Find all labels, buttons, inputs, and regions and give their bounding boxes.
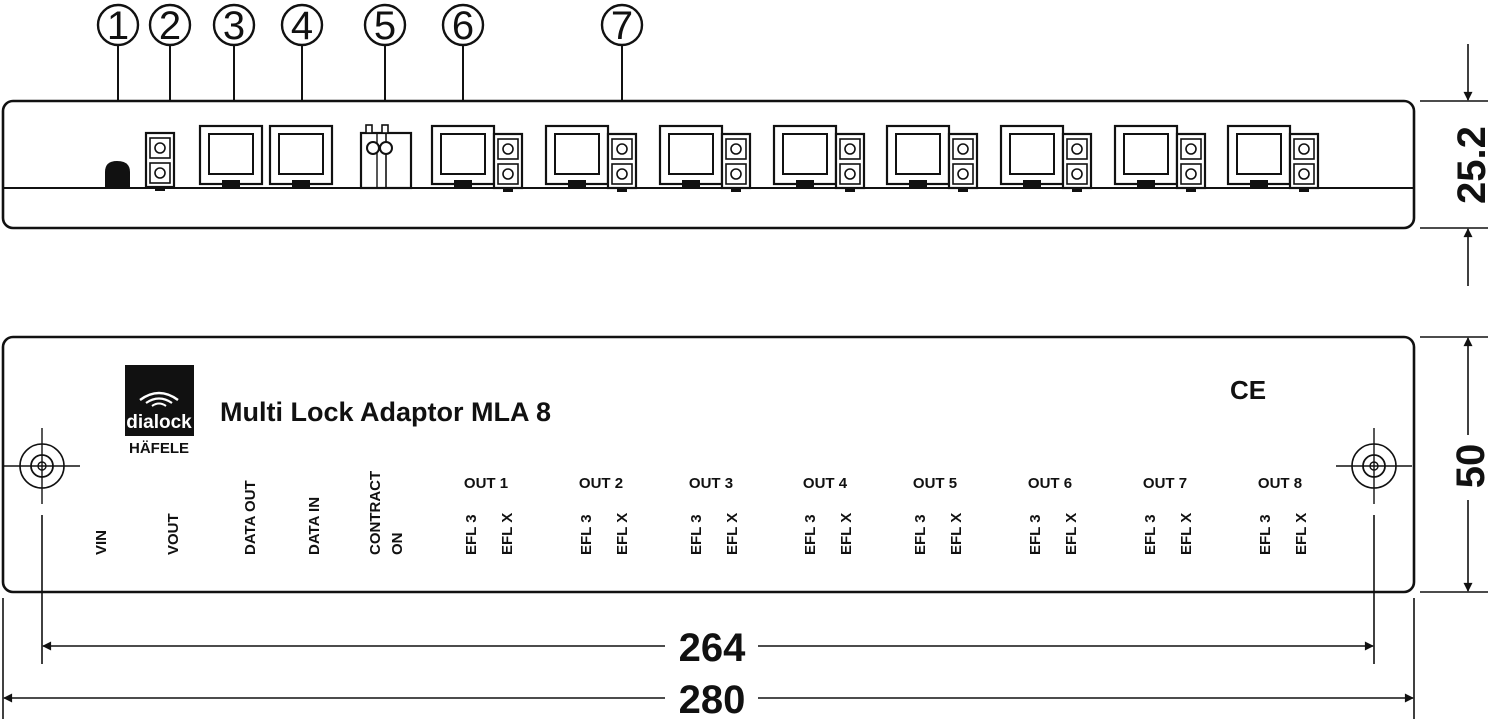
callout-2-label: 2 (159, 4, 181, 48)
out-8-efl3-label: EFL 3 (1257, 514, 1274, 555)
dimension-25-2-label: 25.2 (1450, 126, 1488, 204)
data-out-port (198, 124, 264, 189)
label-data-out: DATA OUT (242, 480, 259, 555)
callout-7: 7 (600, 3, 644, 146)
out-8-label: OUT 8 (1258, 475, 1302, 492)
out-1-label: OUT 1 (464, 475, 508, 492)
out-7-label: OUT 7 (1143, 475, 1187, 492)
logo-wordmark: dialock (126, 412, 192, 433)
out-8-eflx-label: EFL X (1293, 513, 1310, 555)
callout-6: 6 (441, 3, 485, 150)
label-contract-on: ON (389, 533, 406, 556)
callout-7-label: 7 (611, 4, 633, 48)
out-3-labels: OUT 3 EFL 3 EFL X (688, 475, 741, 555)
out-4-labels: OUT 4 EFL 3 EFL X (802, 475, 855, 555)
out-4-efl3-label: EFL 3 (802, 514, 819, 555)
power-jack-icon (105, 161, 130, 188)
out-3-label: OUT 3 (689, 475, 733, 492)
dimension-height-top: 50 (1420, 336, 1488, 593)
out-7-efl3-label: EFL 3 (1142, 514, 1159, 555)
out-1-eflx-label: EFL X (499, 513, 516, 555)
out-5-port (885, 124, 979, 194)
out-1-labels: OUT 1 EFL 3 EFL X (463, 475, 516, 555)
top-housing (1, 335, 1416, 594)
out-1-port (430, 124, 524, 194)
dialock-logo: dialock (125, 365, 194, 436)
out-5-eflx-label: EFL X (948, 513, 965, 555)
callout-3-label: 3 (223, 4, 245, 48)
out-2-label: OUT 2 (579, 475, 623, 492)
out-4-port (772, 124, 866, 194)
out-6-efl3-label: EFL 3 (1027, 514, 1044, 555)
output-labels: OUT 1 EFL 3 EFL X OUT 2 EFL 3 EFL X OUT … (463, 475, 1310, 555)
label-contract: CONTRACT (367, 471, 384, 555)
out-4-label: OUT 4 (803, 475, 848, 492)
label-vout: VOUT (165, 513, 182, 555)
out-2-efl3-label: EFL 3 (578, 514, 595, 555)
contract-terminal (359, 124, 413, 190)
out-1-efl3-label: EFL 3 (463, 514, 480, 555)
front-view: 25.2 (1, 44, 1488, 286)
callout-6-label: 6 (452, 4, 474, 48)
out-6-port (999, 124, 1093, 194)
dimension-264-label: 264 (679, 626, 746, 670)
callout-4-label: 4 (291, 4, 313, 48)
ce-mark: CE (1230, 375, 1266, 405)
port-labels: VIN VOUT DATA OUT DATA IN CONTRACT ON (93, 471, 406, 555)
out-2-eflx-label: EFL X (614, 513, 631, 555)
out-5-label: OUT 5 (913, 475, 957, 492)
vin-vout-connector (144, 131, 176, 193)
callout-3: 3 (212, 3, 256, 150)
dimension-50-label: 50 (1449, 444, 1488, 489)
dimension-280-label: 280 (679, 678, 746, 719)
dimension-height-front: 25.2 (1420, 44, 1488, 286)
callout-1-label: 1 (107, 4, 129, 48)
dimension-280: 280 (3, 678, 1414, 719)
out-6-label: OUT 6 (1028, 475, 1072, 492)
out-2-port (544, 124, 638, 194)
brand-name: HÄFELE (129, 440, 189, 457)
out-5-labels: OUT 5 EFL 3 EFL X (912, 475, 965, 555)
out-4-eflx-label: EFL X (838, 513, 855, 555)
out-6-eflx-label: EFL X (1063, 513, 1080, 555)
callout-5: 5 (363, 3, 407, 130)
out-7-port (1113, 124, 1207, 194)
data-in-port (268, 124, 334, 189)
out-2-labels: OUT 2 EFL 3 EFL X (578, 475, 631, 555)
out-6-labels: OUT 6 EFL 3 EFL X (1027, 475, 1080, 555)
out-8-port (1226, 124, 1320, 194)
callout-4: 4 (280, 3, 324, 150)
out-5-efl3-label: EFL 3 (912, 514, 929, 555)
callout-5-label: 5 (374, 4, 396, 48)
product-title: Multi Lock Adaptor MLA 8 (220, 397, 551, 427)
label-vin: VIN (93, 530, 110, 555)
width-dimensions: 264 280 (2, 515, 1415, 719)
top-view: dialock HÄFELE Multi Lock Adaptor MLA 8 … (1, 335, 1488, 594)
out-3-eflx-label: EFL X (724, 513, 741, 555)
out-7-eflx-label: EFL X (1178, 513, 1195, 555)
out-7-labels: OUT 7 EFL 3 EFL X (1142, 475, 1195, 555)
out-3-efl3-label: EFL 3 (688, 514, 705, 555)
label-data-in: DATA IN (306, 497, 323, 555)
out-3-port (658, 124, 752, 194)
out-8-labels: OUT 8 EFL 3 EFL X (1257, 475, 1310, 555)
dimension-264: 264 (42, 626, 1374, 670)
